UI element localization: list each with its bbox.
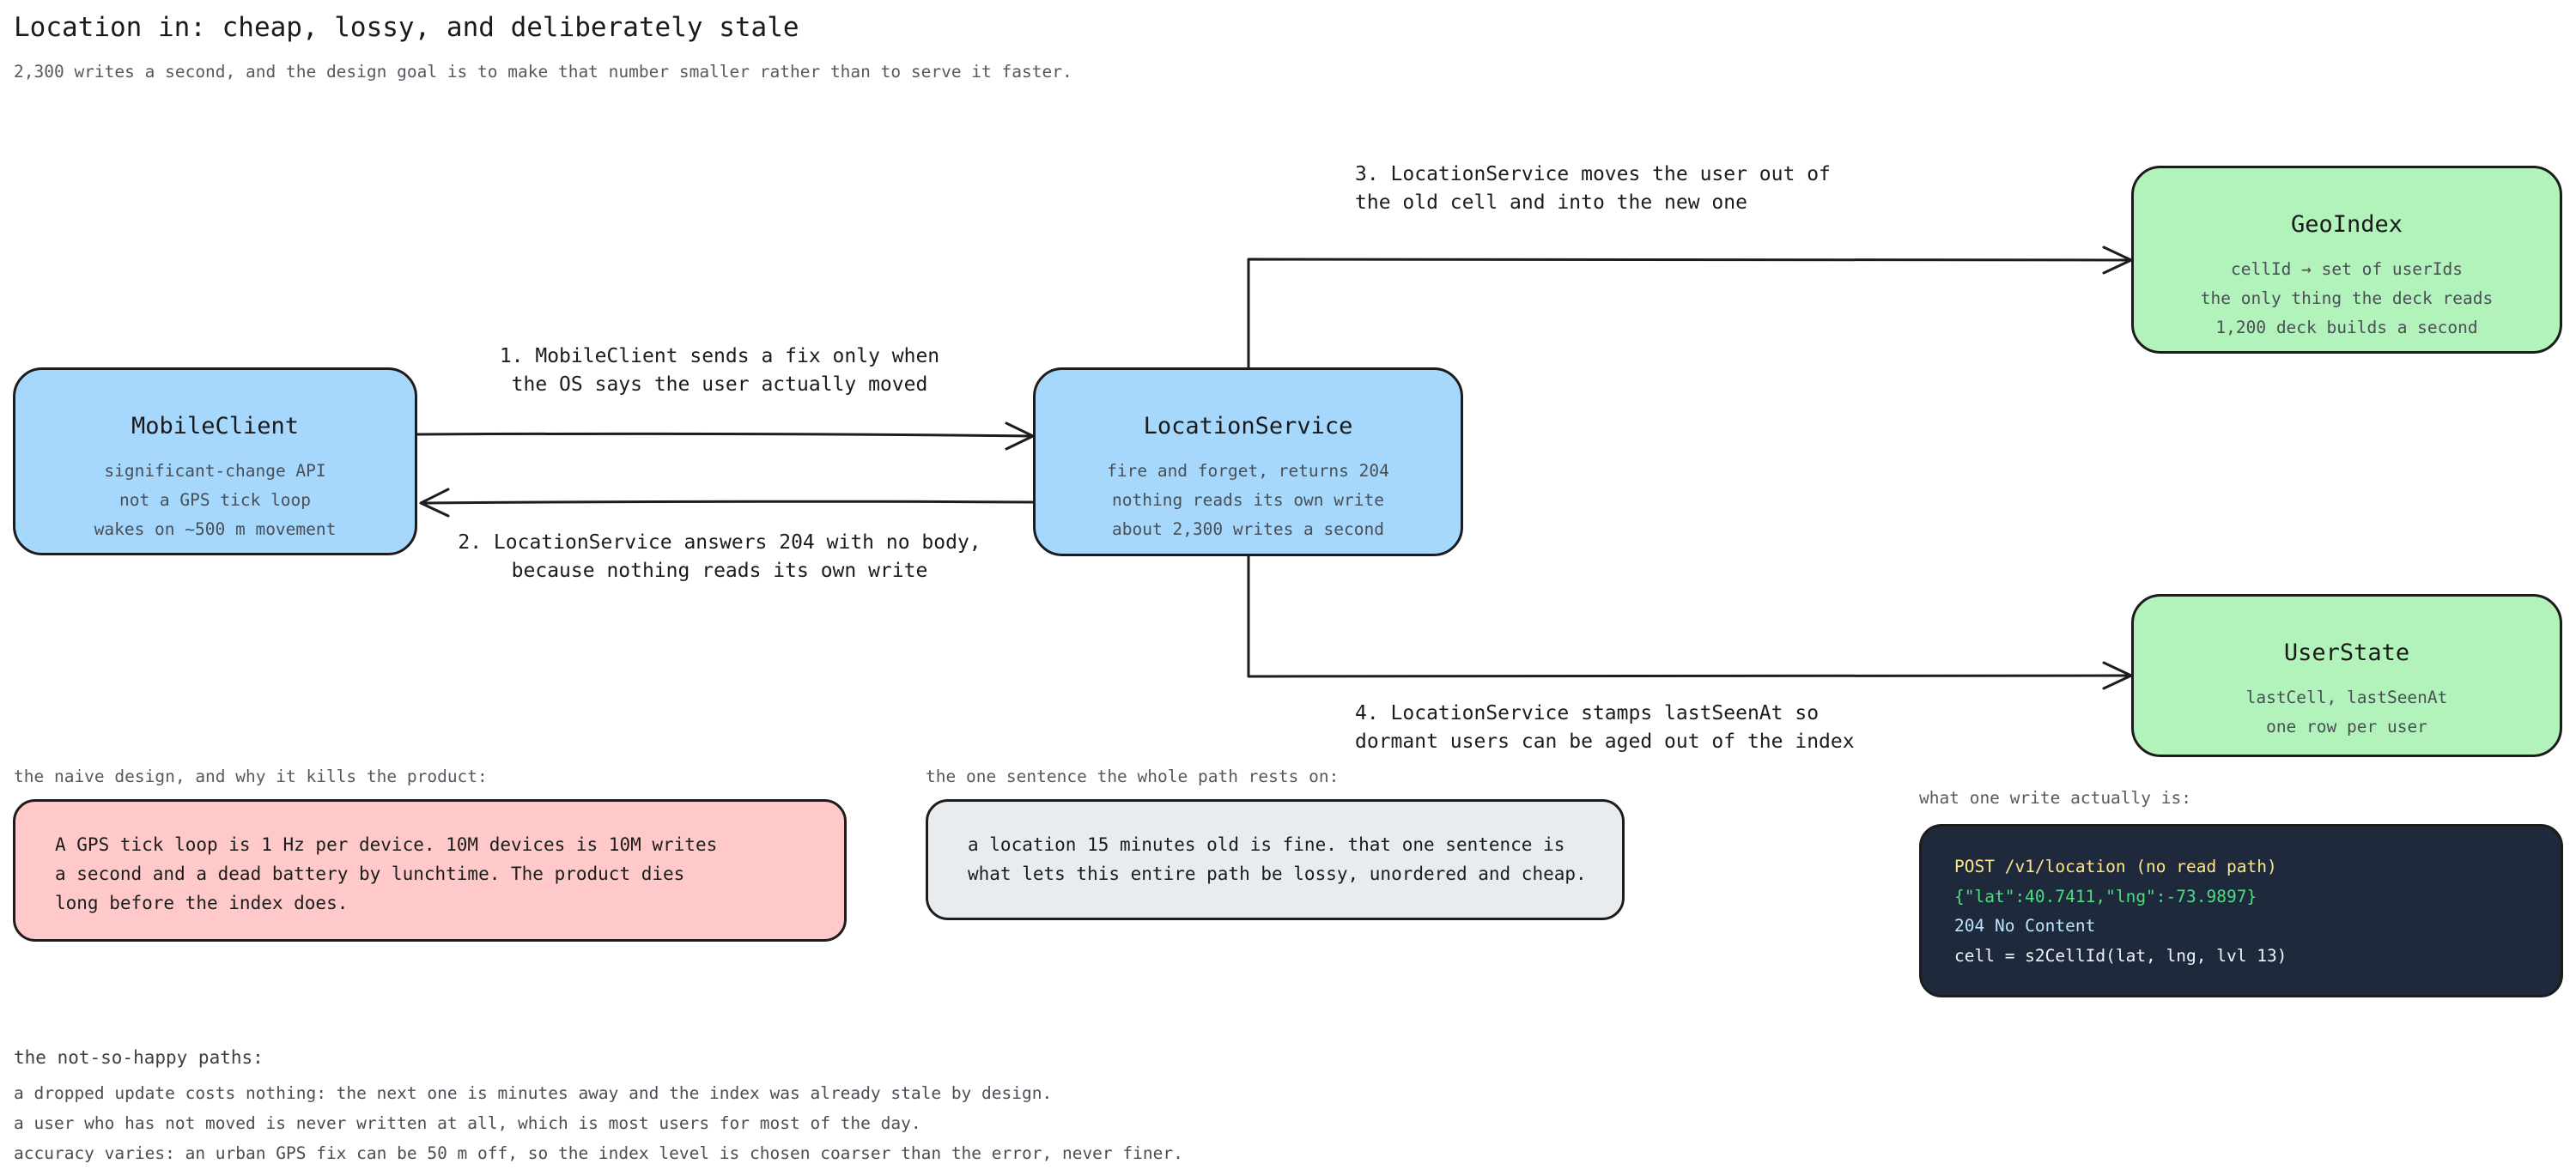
code-line: cell = s2CellId(lat, lng, lvl 13) [1954, 945, 2287, 966]
node-mobileclient: MobileClient significant-change API not … [13, 367, 417, 555]
edge-label-line: 2. LocationService answers 204 with no b… [458, 531, 981, 554]
note-line: what lets this entire path be lossy, uno… [968, 864, 1587, 884]
node-name: GeoIndex [2290, 211, 2403, 238]
node-detail: the only thing the deck reads [2200, 288, 2494, 308]
node-detail: nothing reads its own write [1112, 490, 1384, 510]
node-userstate: UserState lastCell, lastSeenAt one row p… [2131, 594, 2562, 757]
node-detail: about 2,300 writes a second [1112, 519, 1384, 539]
node-detail: not a GPS tick loop [118, 490, 312, 510]
node-detail: fire and forget, returns 204 [1107, 461, 1389, 481]
unhappy-item: a user who has not moved is never writte… [14, 1113, 921, 1133]
node-detail: significant-change API [104, 461, 326, 481]
page-subtitle: 2,300 writes a second, and the design go… [14, 62, 1072, 82]
note-line: A GPS tick loop is 1 Hz per device. 10M … [55, 834, 718, 855]
page-title: Location in: cheap, lossy, and deliberat… [14, 12, 799, 43]
note-line: a second and a dead battery by lunchtime… [55, 864, 685, 884]
arrow-step2-head [419, 488, 450, 518]
arrow-step2 [421, 500, 1035, 505]
code-line: POST /v1/location (no read path) [1954, 857, 2277, 876]
edge-label-line: 1. MobileClient sends a fix only when [499, 345, 940, 367]
node-detail: 1,200 deck builds a second [2215, 318, 2478, 337]
code-line: {"lat":40.7411,"lng":-73.9897} [1954, 886, 2257, 906]
edge-label-step4: 4. LocationService stamps lastSeenAt so … [1355, 700, 1855, 756]
note-line: long before the index does. [55, 893, 349, 913]
key-sentence-note: a location 15 minutes old is fine. that … [926, 799, 1625, 920]
edge-label-line: dormant users can be aged out of the ind… [1355, 730, 1855, 753]
edge-label-step2: 2. LocationService answers 204 with no b… [445, 529, 994, 585]
note-line: a location 15 minutes old is fine. that … [968, 834, 1565, 855]
arrow-step3 [1247, 258, 2131, 369]
edge-label-step3: 3. LocationService moves the user out of… [1355, 161, 1831, 217]
node-locationservice: LocationService fire and forget, returns… [1033, 367, 1463, 556]
unhappy-item: accuracy varies: an urban GPS fix can be… [14, 1143, 1183, 1163]
node-detail: one row per user [2266, 717, 2427, 737]
node-name: UserState [2283, 640, 2410, 666]
edge-label-line: because nothing reads its own write [511, 560, 928, 582]
unhappy-caption: the not-so-happy paths: [14, 1047, 264, 1068]
code-line: 204 No Content [1954, 916, 2096, 936]
node-detail: wakes on ~500 m movement [94, 519, 337, 539]
node-geoindex: GeoIndex cellId → set of userIds the onl… [2131, 166, 2562, 354]
edge-label-line: the OS says the user actually moved [511, 373, 928, 396]
write-caption: what one write actually is: [1919, 788, 2191, 808]
edge-label-line: the old cell and into the new one [1355, 191, 1747, 214]
node-detail: lastCell, lastSeenAt [2245, 688, 2448, 707]
edge-label-step1: 1. MobileClient sends a fix only when th… [462, 342, 977, 399]
naive-caption: the naive design, and why it kills the p… [14, 767, 488, 786]
node-detail: cellId → set of userIds [2230, 259, 2464, 279]
node-name: MobileClient [131, 413, 300, 439]
edge-label-line: 4. LocationService stamps lastSeenAt so [1355, 702, 1820, 724]
naive-design-note: A GPS tick loop is 1 Hz per device. 10M … [13, 799, 847, 942]
unhappy-item: a dropped update costs nothing: the next… [14, 1083, 1053, 1103]
sentence-caption: the one sentence the whole path rests on… [926, 767, 1340, 786]
write-code-block: POST /v1/location (no read path) {"lat":… [1919, 824, 2563, 997]
edge-label-line: 3. LocationService moves the user out of [1355, 163, 1831, 185]
arrow-step1 [416, 432, 1032, 438]
arrow-step4 [1247, 555, 2131, 678]
node-name: LocationService [1143, 413, 1353, 439]
